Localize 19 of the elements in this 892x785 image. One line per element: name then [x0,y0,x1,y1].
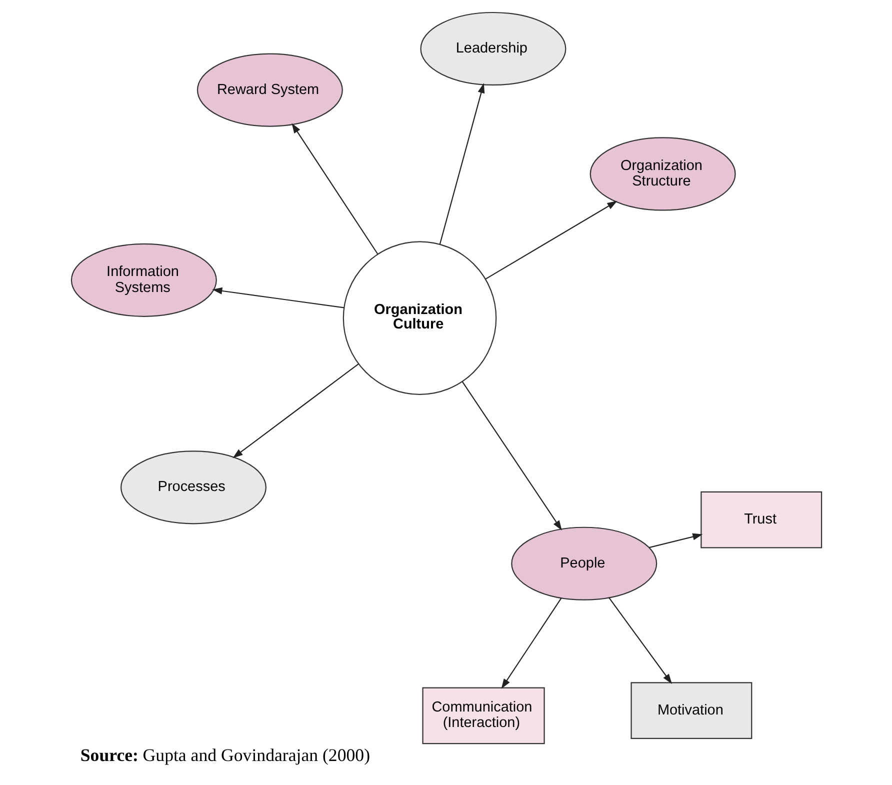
node-ellipse: Processes [120,450,266,524]
arrow [212,287,344,308]
arrow [461,381,562,530]
node-ellipse: Information Systems [70,243,216,317]
arrow [484,200,617,280]
node-ellipse: People [510,526,657,600]
arrow [648,533,702,548]
arrow [291,123,378,255]
arrow [608,597,672,684]
node-ellipse: Leadership [420,12,566,86]
arrow [438,83,484,244]
arrow [500,598,562,689]
node-box: Trust [700,491,822,548]
arrow [232,363,358,458]
node-box: Communication (Interaction) [422,687,544,744]
caption: Source: Gupta and Govindarajan (2000) [80,745,370,766]
node-ellipse: Reward System [196,53,342,127]
node-box: Motivation [630,682,752,739]
node-circle: Organization Culture [342,241,496,395]
